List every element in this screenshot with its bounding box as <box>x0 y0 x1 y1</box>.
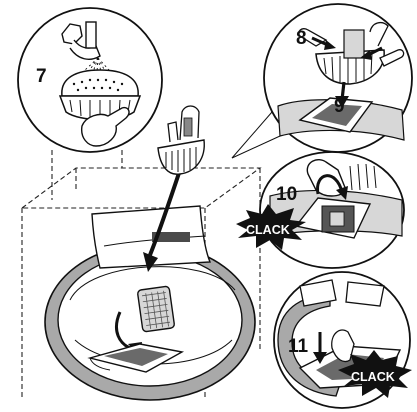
hand-icon <box>331 329 355 363</box>
clack-label: CLACK <box>351 370 395 384</box>
step-7-number: 7 <box>36 66 47 87</box>
step-10-panel: 10 CLACK <box>236 151 405 269</box>
hand-icon <box>81 106 130 147</box>
step-8-9-panel: 8 9 <box>231 3 413 159</box>
step-11-number: 11 <box>288 336 309 357</box>
arrow-icon <box>311 36 383 108</box>
step-8-number: 8 <box>296 28 307 49</box>
step-7-rinse-panel: 7 <box>17 7 163 153</box>
filter-tray <box>277 97 405 141</box>
insert-basket-arrow <box>143 169 182 272</box>
clack-sound-burst: CLACK <box>338 350 412 398</box>
clack-sound-burst: CLACK <box>236 204 306 250</box>
arrow-icon <box>313 332 327 364</box>
filter-cassette <box>115 285 175 356</box>
hand-holding-basket <box>157 105 205 175</box>
clack-label: CLACK <box>246 223 290 237</box>
step-9-number: 9 <box>334 96 345 117</box>
filter-basket-icon <box>58 69 142 121</box>
faucet-icon <box>61 21 101 60</box>
step-11-panel: 11 CLACK <box>273 271 412 409</box>
filter-tray <box>269 189 403 239</box>
filter-tray <box>87 343 185 373</box>
arrow-icon <box>316 174 348 200</box>
filter-lid-flap <box>299 279 385 307</box>
step-10-number: 10 <box>276 184 297 205</box>
